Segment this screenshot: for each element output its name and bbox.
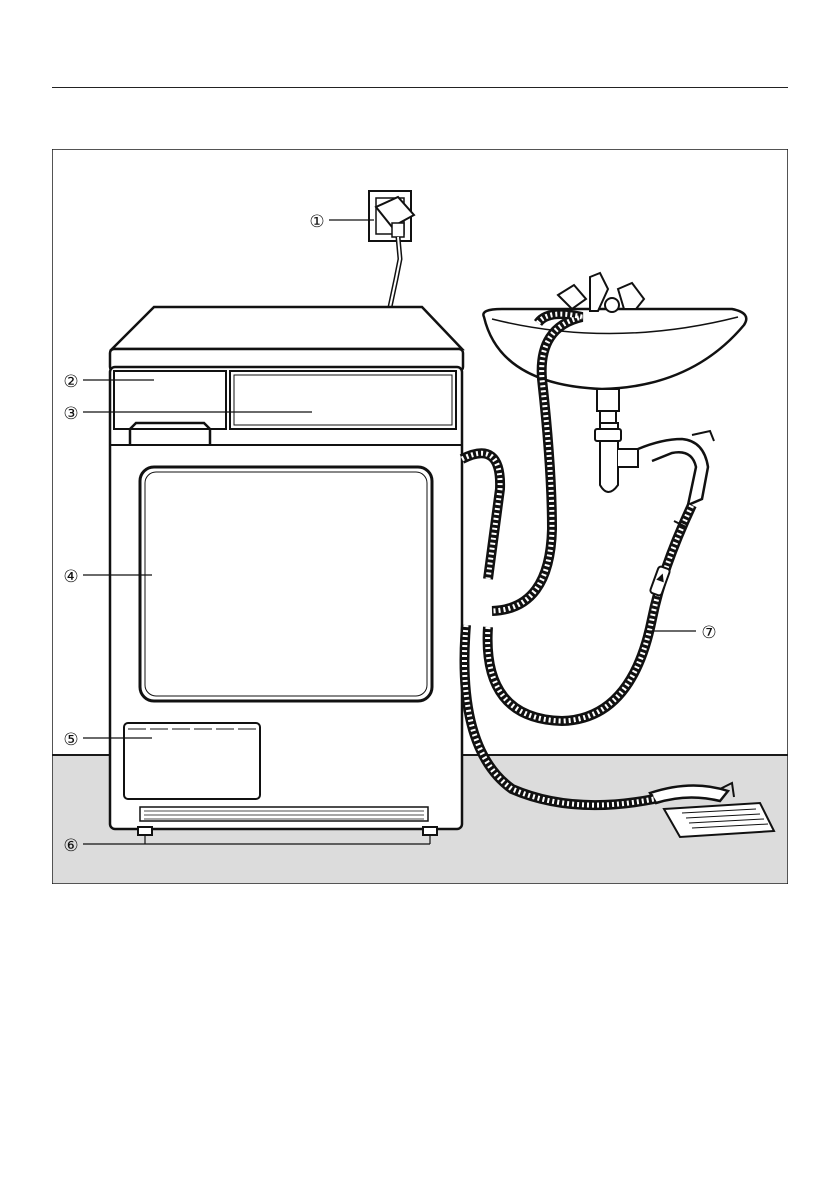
callout-4: ④ [63, 567, 78, 586]
callout-1: ① [309, 212, 324, 231]
callout-7: ⑦ [701, 623, 716, 642]
wall-socket [369, 191, 414, 241]
installation-diagram: ① ② ③ ④ ⑤ ⑥ ⑦ [52, 149, 788, 884]
callout-5: ⑤ [63, 730, 78, 749]
callout-2: ② [63, 372, 78, 391]
callout-3: ③ [63, 404, 78, 423]
dryer [110, 307, 463, 835]
header-rule [52, 87, 788, 88]
callout-6: ⑥ [63, 836, 78, 855]
